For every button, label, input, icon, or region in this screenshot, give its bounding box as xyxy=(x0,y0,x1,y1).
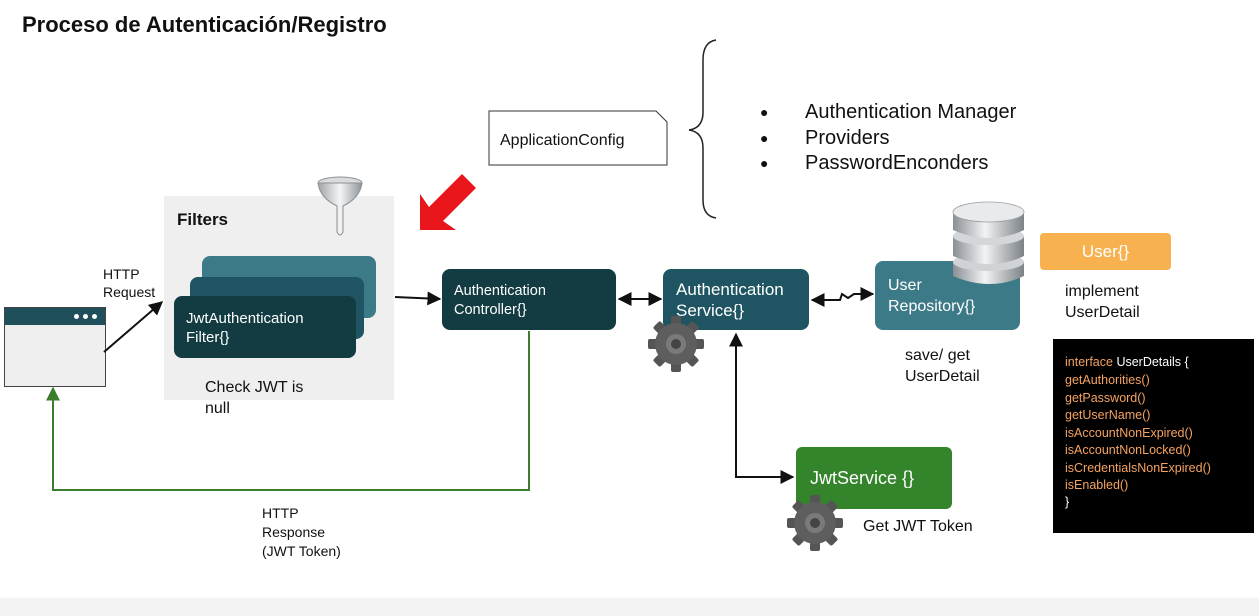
authentication-service-label: Authentication Service{} xyxy=(676,280,784,320)
userdetails-code-box: interface UserDetails { getAuthorities()… xyxy=(1053,339,1254,533)
gear-icon xyxy=(787,495,843,551)
config-item-text: Authentication Manager xyxy=(805,101,1017,123)
authentication-controller-node: Authentication Controller{} xyxy=(442,269,616,330)
browser-dot xyxy=(74,314,79,319)
jwt-filter-label: JwtAuthentication Filter{} xyxy=(186,310,304,346)
get-jwt-token-label: Get JWT Token xyxy=(863,518,973,535)
authentication-service-node: Authentication Service{} xyxy=(663,269,809,330)
config-item-text: PasswordEnconders xyxy=(805,152,989,174)
user-repository-label: User Repository{} xyxy=(888,277,976,315)
application-config-label: ApplicationConfig xyxy=(500,132,625,149)
service-repository-arrow xyxy=(810,287,875,307)
jwt-service-label: JwtService {} xyxy=(810,468,915,488)
curly-brace xyxy=(688,39,717,219)
filter-to-controller-arrow xyxy=(394,291,442,306)
config-item-text: Providers xyxy=(805,126,890,149)
red-arrow-icon xyxy=(420,174,476,230)
save-get-userdetail-label: save/ get UserDetail xyxy=(905,347,980,385)
application-config-node: ApplicationConfig xyxy=(488,110,668,166)
filters-title: Filters xyxy=(177,210,229,229)
implement-userdetail-label: implement UserDetail xyxy=(1065,283,1140,321)
jwt-service-node: JwtService {} xyxy=(796,447,952,509)
http-response-arrow xyxy=(46,331,530,491)
code-interface-name: UserDetails { xyxy=(1116,355,1189,369)
check-jwt-text: Check JWT is null xyxy=(205,379,304,417)
browser-title-bar xyxy=(5,308,105,325)
code-header: interface UserDetails { xyxy=(1065,355,1189,369)
browser-dot xyxy=(92,314,97,319)
code-keyword: interface xyxy=(1065,355,1113,369)
authentication-controller-label: Authentication Controller{} xyxy=(454,283,546,318)
browser-dot xyxy=(83,314,88,319)
code-method: isAccountNonLocked() xyxy=(1065,443,1191,457)
user-node: User{} xyxy=(1040,233,1171,270)
http-request-arrow xyxy=(103,301,164,353)
jwt-authentication-filter: JwtAuthentication Filter{} xyxy=(174,296,356,358)
funnel-icon xyxy=(317,176,363,236)
user-repository-node: User Repository{} xyxy=(875,261,1020,330)
gear-icon xyxy=(648,316,704,372)
code-method: isEnabled() xyxy=(1065,478,1129,492)
user-label: User{} xyxy=(1081,242,1130,261)
code-closing-brace: } xyxy=(1065,495,1070,509)
service-jwtservice-arrow xyxy=(729,332,795,484)
http-request-label: HTTP Request xyxy=(103,266,156,300)
code-method: isCredentialsNonExpired() xyxy=(1065,460,1211,475)
bottom-strip xyxy=(0,598,1259,616)
browser-window-icon xyxy=(4,307,106,387)
code-method: getUserName() xyxy=(1065,408,1151,422)
database-icon xyxy=(952,201,1025,284)
http-response-label: HTTP Response (JWT Token) xyxy=(262,505,341,559)
code-method: isAccountNonExpired() xyxy=(1065,425,1193,440)
page-title: Proceso de Autenticación/Registro xyxy=(22,12,387,37)
code-method: getPassword() xyxy=(1065,390,1146,405)
code-method: getAuthorities() xyxy=(1065,373,1150,387)
